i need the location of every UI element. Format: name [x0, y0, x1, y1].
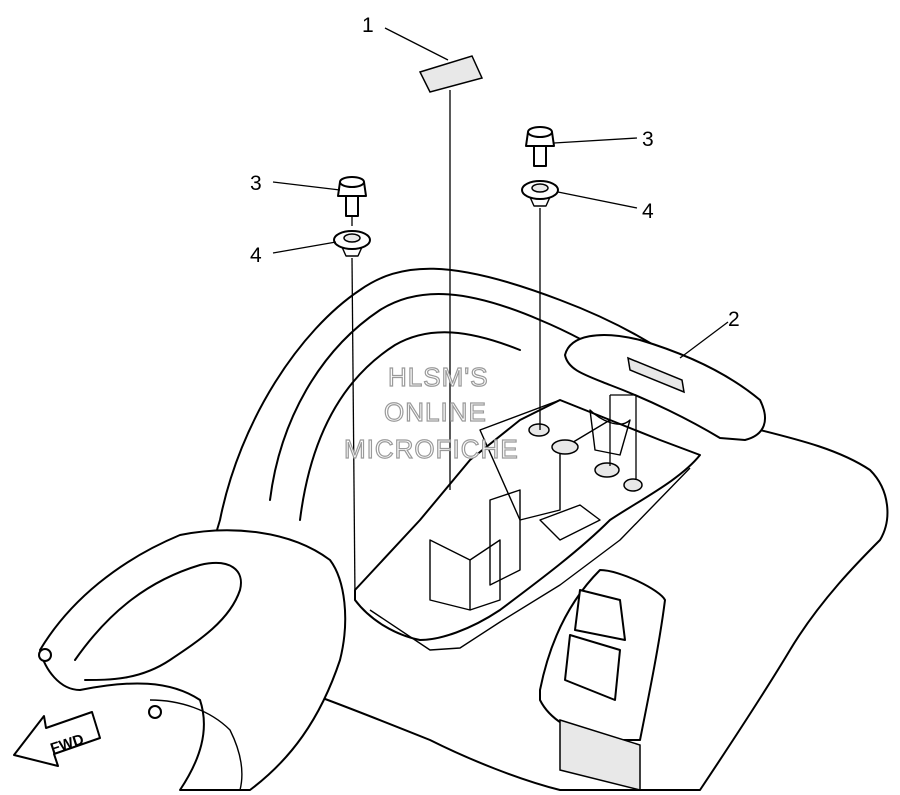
bolt-right	[525, 126, 555, 167]
label-sticker	[418, 55, 484, 490]
washer-left	[333, 230, 371, 599]
watermark-line-1: HLSM'S	[388, 362, 489, 392]
callout-4-left: 4	[250, 244, 262, 267]
callout-3-right: 3	[642, 128, 654, 151]
washer-right	[521, 180, 559, 430]
callout-4-right: 4	[642, 200, 654, 223]
rear-fender	[38, 267, 889, 791]
watermark: HLSM'S ONLINE MICROFICHE	[343, 361, 519, 464]
callout-3-left: 3	[250, 172, 262, 195]
bolt-left	[337, 176, 367, 226]
watermark-line-2: ONLINE	[384, 397, 487, 427]
callout-1: 1	[362, 14, 374, 37]
callout-2: 2	[728, 308, 740, 331]
watermark-line-3: MICROFICHE	[344, 434, 519, 464]
fwd-arrow-icon: FWD	[13, 711, 101, 767]
